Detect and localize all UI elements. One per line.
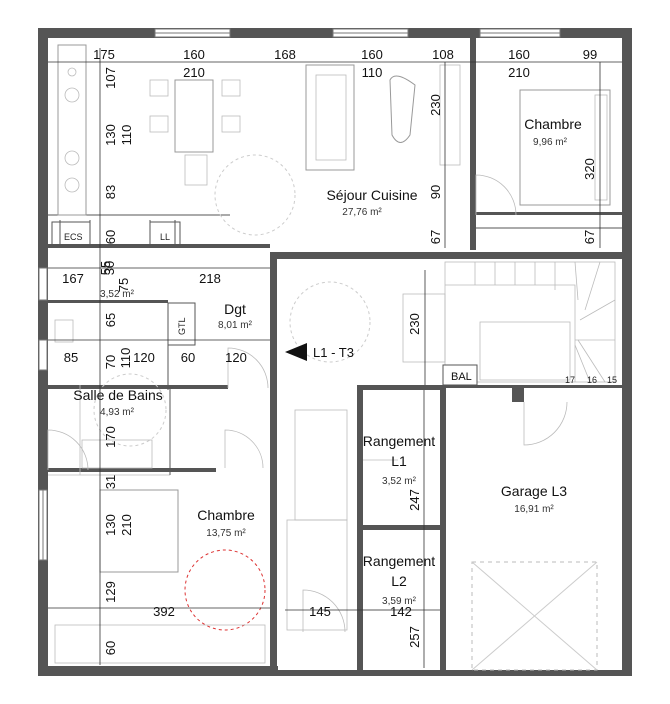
chambre2-name: Chambre <box>197 507 255 523</box>
dim-left-14: 129 <box>103 581 118 603</box>
wc-area: 3,52 m² <box>100 289 135 300</box>
rangement1-area: 3,52 m² <box>382 476 417 487</box>
dim-left-1: 130 <box>103 124 118 146</box>
dim-inner-3: 230 <box>407 313 422 335</box>
dim-left-3: 83 <box>103 185 118 199</box>
gtl-label: GTL <box>177 317 187 335</box>
room-labels: Séjour Cuisine 27,76 m² Chambre 9,96 m² … <box>73 116 582 607</box>
dim-top2-1: 110 <box>362 65 383 80</box>
dim-left-15: 60 <box>103 641 118 655</box>
dim-mid-5: 120 <box>225 350 247 365</box>
chambre2-area: 13,75 m² <box>206 528 246 539</box>
dgt-name: Dgt <box>224 301 246 317</box>
dim-inner-4: 320 <box>582 158 597 180</box>
sejour-name: Séjour Cuisine <box>326 187 417 203</box>
dim-inner-8: 145 <box>309 604 331 619</box>
windows-left <box>38 267 48 561</box>
garage-area: 16,91 m² <box>514 504 554 515</box>
dim-left-4: 60 <box>103 230 118 244</box>
rangement1-name: Rangement <box>363 433 435 449</box>
dim-left-8: 65 <box>103 313 118 327</box>
sdb-area: 4,93 m² <box>100 407 135 418</box>
dim-top-3: 160 <box>361 47 383 62</box>
dimension-lines <box>48 48 622 668</box>
rangement2-code: L2 <box>391 573 407 589</box>
rangement1-code: L1 <box>391 453 407 469</box>
dim-top-0: 175 <box>93 47 115 62</box>
entry-label: L1 - T3 <box>313 345 354 360</box>
bal-box <box>442 364 478 386</box>
dim-mid-4: 60 <box>181 350 195 365</box>
dim-inner-7: 392 <box>153 604 175 619</box>
left-dims: 107 130 110 83 60 55 30 75 65 110 70 170… <box>98 67 134 655</box>
mid-dims: 167 218 85 120 60 120 <box>62 271 247 365</box>
interior-walls <box>48 38 622 672</box>
dim-mid-1: 218 <box>199 271 221 286</box>
garage-name: Garage L3 <box>501 483 567 499</box>
furniture <box>54 44 616 671</box>
dim-left-12: 31 <box>103 475 118 489</box>
dim-mid-0: 167 <box>62 271 84 286</box>
dim-top2-2: 210 <box>508 65 530 80</box>
dgt-area: 8,01 m² <box>218 320 253 331</box>
bal-label: BAL <box>451 371 472 383</box>
dim-top-4: 108 <box>432 47 454 62</box>
dim-left-13: 130 <box>103 514 118 536</box>
dim-left-2: 110 <box>119 125 134 146</box>
dim-left-7: 75 <box>116 278 131 292</box>
dim-inner-5: 67 <box>582 230 597 244</box>
chambre1-name: Chambre <box>524 116 582 132</box>
fixture-labels: ECS LL GTL BAL L1 - T3 17 16 15 <box>64 232 617 385</box>
dim-inner-1: 90 <box>428 185 443 199</box>
dim-top-2: 168 <box>274 47 296 62</box>
stair-17: 17 <box>565 375 575 385</box>
entry-arrow-icon <box>285 343 307 361</box>
dim-left-11: 170 <box>103 426 118 448</box>
stair-15: 15 <box>607 375 617 385</box>
dim-top-6: 99 <box>583 47 597 62</box>
dim-inner-0: 230 <box>428 94 443 116</box>
dim-left-9: 110 <box>118 348 133 369</box>
windows-top <box>154 28 561 38</box>
dim-top-5: 160 <box>508 47 530 62</box>
dim-top-1: 160 <box>183 47 205 62</box>
sdb-name: Salle de Bains <box>73 387 163 403</box>
sejour-area: 27,76 m² <box>342 207 382 218</box>
dim-inner-2: 67 <box>428 230 443 244</box>
rangement2-area: 3,59 m² <box>382 596 417 607</box>
dim-left-10: 70 <box>103 355 118 369</box>
ll-label: LL <box>160 232 170 242</box>
dim-inner-9: 142 <box>390 604 412 619</box>
dim-left-5: 55 <box>98 261 113 275</box>
door-swings <box>47 174 568 633</box>
rangement2-name: Rangement <box>363 553 435 569</box>
dim-top2-0: 210 <box>183 65 205 80</box>
top-dims: 175 160 168 160 108 160 99 210 110 210 <box>93 47 597 80</box>
dim-inner-11: 257 <box>407 626 422 648</box>
dim-inner-10: 247 <box>407 489 422 511</box>
dim-inner-6: 210 <box>119 514 134 536</box>
dim-mid-2: 85 <box>64 350 78 365</box>
dim-left-6: 30 <box>102 261 117 275</box>
inner-dims: 230 90 67 230 320 67 210 392 145 142 247… <box>119 94 597 648</box>
stair-16: 16 <box>587 375 597 385</box>
dim-left-0: 107 <box>103 67 118 89</box>
dim-mid-3: 120 <box>133 350 155 365</box>
chambre1-area: 9,96 m² <box>533 137 568 148</box>
ecs-label: ECS <box>64 232 83 242</box>
